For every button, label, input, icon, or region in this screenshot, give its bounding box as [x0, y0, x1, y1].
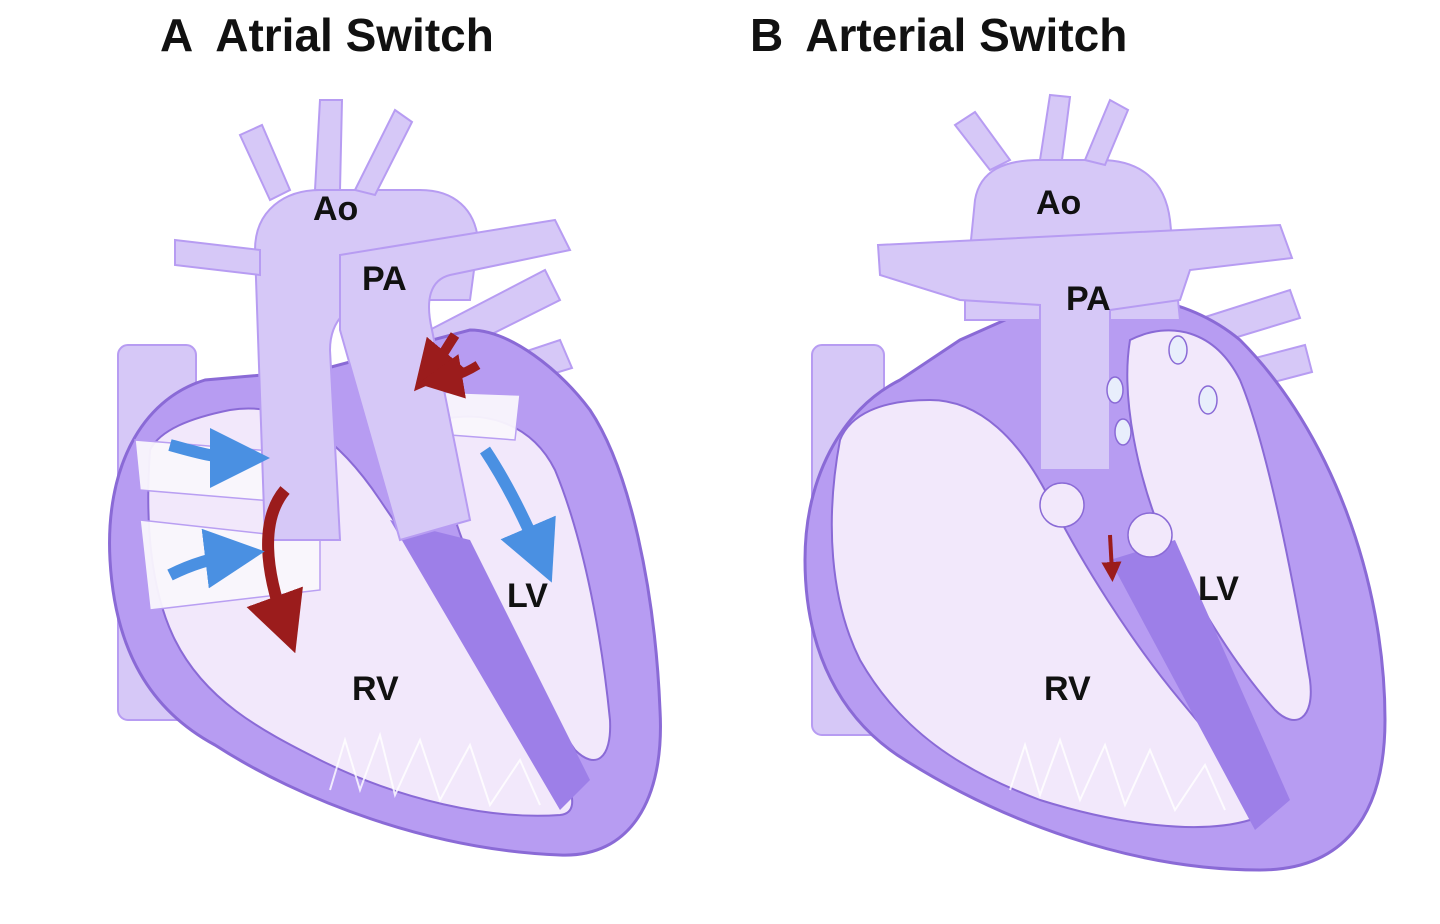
label-pa-b: PA	[1066, 280, 1111, 318]
panel-b-title: B Arterial Switch	[750, 8, 1127, 62]
aortic-branches-b	[953, 93, 1130, 172]
trabeculae-b	[1009, 736, 1226, 813]
label-ao-a: Ao	[313, 190, 358, 228]
panel-a-letter: A	[160, 9, 194, 61]
coronary-buttons-b	[1106, 335, 1218, 446]
pulmonary-artery-a	[339, 218, 572, 542]
label-lv-b: LV	[1198, 570, 1239, 608]
trabeculae-a	[329, 731, 541, 808]
panel-a-title-text: Atrial Switch	[215, 9, 494, 61]
label-pa-a: PA	[362, 260, 407, 298]
left-chamber-b	[1126, 329, 1312, 721]
blue-arrow-a3	[480, 446, 556, 583]
label-lv-a: LV	[507, 577, 548, 615]
label-rv-b: RV	[1044, 670, 1091, 708]
panel-a-title: A Atrial Switch	[160, 8, 494, 62]
panel-b-title-text: Arterial Switch	[805, 9, 1128, 61]
red-arrow-b	[1101, 534, 1122, 582]
blue-arrow-a2	[167, 528, 265, 589]
red-arrow-a3	[417, 354, 481, 399]
label-ao-b: Ao	[1036, 184, 1081, 222]
septum-a	[390, 520, 590, 810]
panel-b-letter: B	[750, 9, 784, 61]
aortic-branches-a	[174, 99, 414, 277]
septum-b	[1110, 540, 1290, 830]
valves-b	[1039, 482, 1173, 558]
label-rv-a: RV	[352, 670, 399, 708]
arterial-switch-heart: Ao PA LV RV	[803, 93, 1387, 872]
atrial-switch-heart: Ao PA LV RV	[108, 99, 662, 857]
red-arrow-a1	[246, 486, 303, 654]
blue-arrow-a1	[168, 427, 270, 488]
